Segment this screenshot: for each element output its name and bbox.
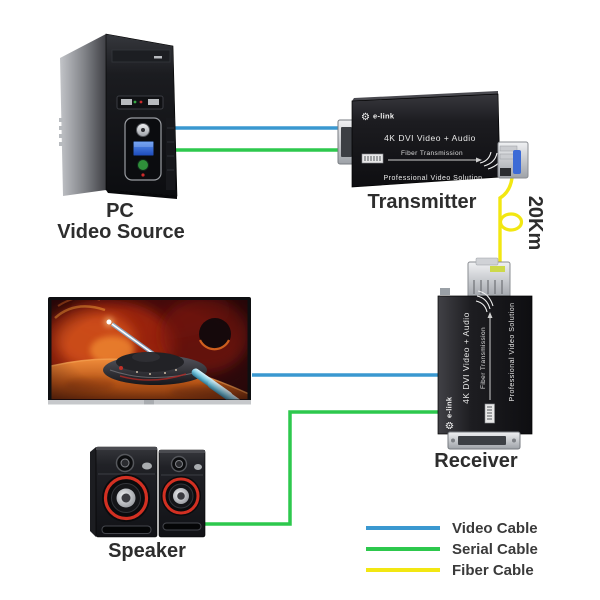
speaker-left-port bbox=[101, 525, 152, 534]
receiver-label: Receiver bbox=[434, 450, 518, 472]
speaker-label: Speaker bbox=[108, 540, 186, 562]
pc-power-led bbox=[133, 100, 137, 104]
receiver-brand: e-link bbox=[445, 396, 454, 418]
monitor-logo-notch bbox=[144, 400, 154, 405]
receiver-dvi-inner bbox=[458, 436, 506, 445]
pc-lcd-display bbox=[132, 140, 155, 157]
transmitter-sfp-slot bbox=[499, 145, 518, 152]
speaker-right-red-ring bbox=[162, 477, 200, 515]
receiver-feature-text: Fiber Transmission bbox=[480, 327, 487, 389]
pc-optical-drive bbox=[111, 49, 171, 63]
receiver-device: 4K DVI Video + Audio Fiber Transmission … bbox=[437, 257, 533, 450]
fiber-cable-loop bbox=[498, 212, 524, 232]
pc-lcd-glare bbox=[134, 142, 153, 147]
receiver-brand-group: ⚙ e-link bbox=[445, 396, 457, 430]
pc-vent bbox=[166, 118, 175, 190]
transmitter-tagline-text: Professional Video Solution bbox=[384, 175, 483, 182]
transmitter-dip-ticks bbox=[364, 156, 381, 161]
legend-serial-cable-label: Serial Cable bbox=[452, 541, 538, 558]
pc-vent-slits bbox=[167, 127, 174, 171]
receiver-dvi-screw bbox=[512, 438, 516, 443]
receiver-sfp-slits bbox=[473, 280, 503, 294]
receiver-sfp-top bbox=[475, 257, 499, 266]
signal-icon bbox=[475, 290, 494, 313]
receiver-arrow-head bbox=[487, 312, 493, 318]
transmitter-brand: e-link bbox=[373, 112, 395, 121]
transmitter-device: ⚙ e-link 4K DVI Video + Audio Fiber Tran… bbox=[337, 91, 529, 188]
speaker-left-top-edge bbox=[96, 447, 157, 450]
monitor-screen-artwork bbox=[51, 300, 248, 400]
transmitter-dip-switch bbox=[361, 153, 384, 164]
receiver-dvi-screw bbox=[451, 438, 455, 443]
legend: Video Cable Serial Cable Fiber Cable bbox=[366, 520, 538, 579]
speaker-right-port bbox=[162, 522, 202, 531]
fiber-cable bbox=[498, 177, 514, 268]
speaker-right-cap bbox=[177, 492, 185, 500]
transmitter-product-text: 4K DVI Video + Audio bbox=[384, 133, 476, 143]
cables bbox=[160, 126, 524, 526]
receiver-dip-ticks bbox=[487, 406, 492, 420]
fiber-distance-label: 20Km bbox=[524, 196, 546, 250]
pc-green-button bbox=[137, 159, 149, 171]
pc-usb-port bbox=[148, 99, 159, 105]
pc-label-line1: PC bbox=[106, 200, 134, 222]
speaker-right-tweeter-dome bbox=[175, 460, 183, 468]
receiver-tagline-text: Professional Video Solution bbox=[509, 303, 516, 402]
serial-cable-receiver-to-speaker bbox=[204, 410, 442, 526]
receiver-fiber-connector bbox=[490, 266, 505, 272]
speakers bbox=[90, 446, 206, 538]
pc-power-button-dot bbox=[141, 128, 145, 132]
speaker-right-badge bbox=[194, 464, 202, 470]
pc-usb-port bbox=[121, 99, 132, 105]
speaker-left-red-ring bbox=[103, 475, 149, 521]
transmitter-feature-text: Fiber Transmission bbox=[401, 150, 463, 157]
pc-hdd-led bbox=[139, 100, 143, 104]
speaker-left-side bbox=[90, 447, 96, 537]
transmitter-sfp-cage bbox=[500, 168, 511, 176]
transmitter-dvi-inner bbox=[341, 127, 352, 157]
legend-video-cable-label: Video Cable bbox=[452, 520, 538, 537]
speaker-left-badge bbox=[142, 462, 152, 470]
transmitter-top-edge bbox=[352, 91, 498, 101]
speaker-left-cap bbox=[121, 493, 131, 503]
pc-red-led bbox=[141, 173, 145, 177]
pc-side-panel bbox=[60, 34, 106, 196]
speaker-left-tweeter-dome bbox=[120, 458, 130, 468]
pc-base bbox=[106, 190, 177, 199]
transmitter-arrow-head bbox=[476, 157, 482, 163]
pc-label-line2: Video Source bbox=[57, 221, 184, 243]
pc-side-tabs bbox=[59, 118, 63, 146]
legend-fiber-cable-label: Fiber Cable bbox=[452, 562, 534, 579]
pc-eject-button bbox=[154, 56, 162, 59]
receiver-aux-port bbox=[440, 288, 450, 295]
speaker-right-top-edge bbox=[159, 450, 205, 453]
pc-tower bbox=[59, 33, 178, 199]
receiver-product-text: 4K DVI Video + Audio bbox=[461, 312, 471, 404]
transmitter-label: Transmitter bbox=[368, 191, 477, 213]
monitor bbox=[48, 297, 251, 405]
gear-icon: ⚙ bbox=[445, 421, 456, 430]
gear-icon: ⚙ bbox=[361, 112, 370, 123]
transmitter-sfp-latch bbox=[513, 150, 521, 174]
